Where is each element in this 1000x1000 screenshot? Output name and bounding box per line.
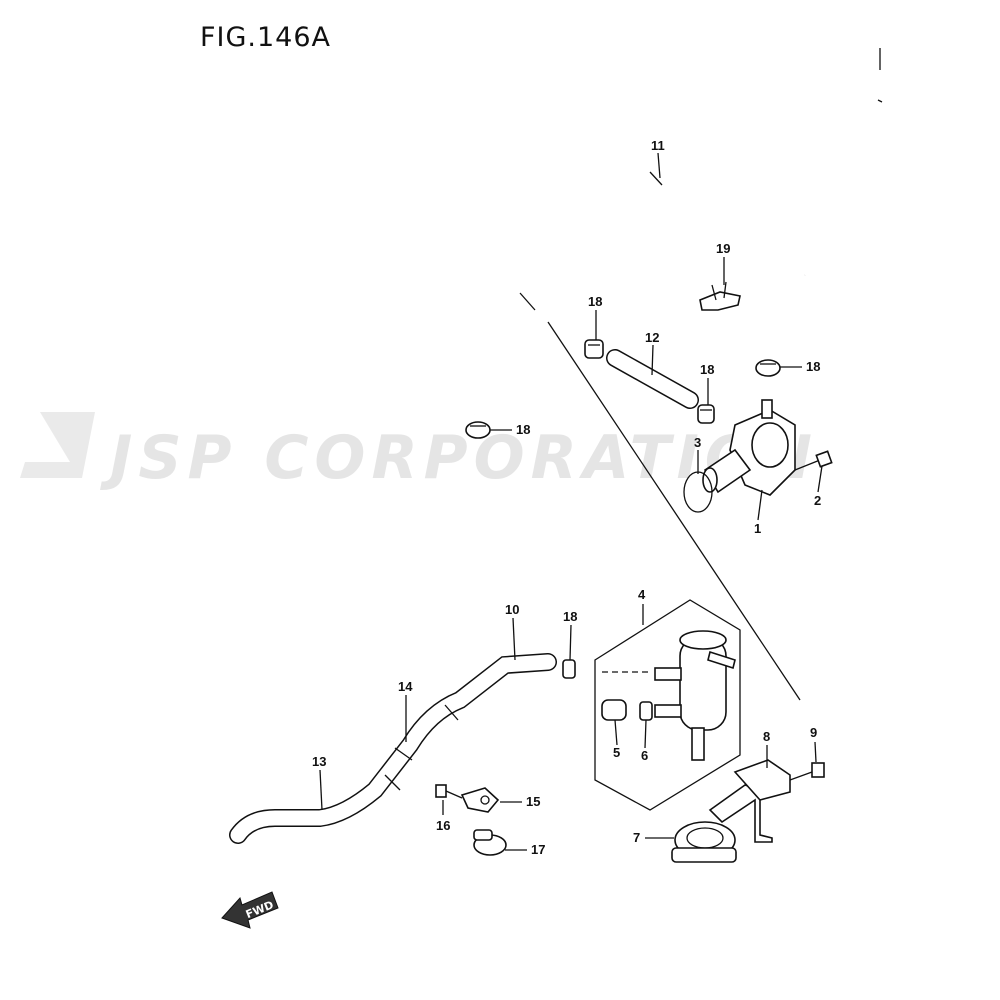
filter-assembly-4[interactable] xyxy=(594,599,741,811)
callout-8: 8 xyxy=(763,729,770,744)
callout-18-a: 18 xyxy=(588,294,602,309)
clamp-18-a[interactable] xyxy=(584,339,604,359)
clamp-18-e[interactable] xyxy=(562,659,576,679)
callout-11: 11 xyxy=(651,138,665,153)
callout-10: 10 xyxy=(505,602,519,617)
hose-13-14-10[interactable] xyxy=(229,653,557,844)
hose-12[interactable] xyxy=(606,349,699,409)
edge-marks xyxy=(877,48,883,103)
watermark-logo: JSP CORPORATION xyxy=(20,412,818,493)
bolt-2[interactable] xyxy=(794,450,833,471)
callout-9: 9 xyxy=(810,725,817,740)
callout-leaders xyxy=(319,152,823,851)
bolt-16[interactable] xyxy=(435,784,463,799)
callout-19: 19 xyxy=(716,241,730,256)
valve-1[interactable] xyxy=(702,399,796,496)
watermark-text: JSP CORPORATION xyxy=(100,423,818,493)
callout-16: 16 xyxy=(436,818,450,833)
clip-19[interactable] xyxy=(699,281,741,311)
callout-2: 2 xyxy=(814,493,821,508)
callout-18-d: 18 xyxy=(516,422,530,437)
callout-13: 13 xyxy=(312,754,326,769)
callout-18-b: 18 xyxy=(700,362,714,377)
part-6[interactable] xyxy=(639,701,653,721)
bracket-8[interactable] xyxy=(708,759,791,843)
hose-11[interactable] xyxy=(469,120,811,416)
clamp-18-d[interactable] xyxy=(465,421,491,439)
bolt-9[interactable] xyxy=(789,762,825,781)
figure-title: FIG.146A xyxy=(200,22,332,53)
callout-18-c: 18 xyxy=(806,359,820,374)
clamp-15[interactable] xyxy=(460,787,500,813)
callout-18-e: 18 xyxy=(563,609,577,624)
band-7[interactable] xyxy=(671,821,737,863)
callout-labels: 1 2 3 4 5 6 7 8 9 10 11 12 13 14 15 16 1… xyxy=(312,138,821,857)
callout-4: 4 xyxy=(638,587,646,602)
clamp-17[interactable] xyxy=(473,829,507,856)
watermark-logo-icon xyxy=(20,412,95,478)
fwd-arrow: FWD xyxy=(221,891,279,929)
callout-6: 6 xyxy=(641,748,648,763)
part-5[interactable] xyxy=(601,699,627,721)
assembly-leader-lines xyxy=(547,321,801,701)
callout-3: 3 xyxy=(694,435,701,450)
callout-12: 12 xyxy=(645,330,659,345)
clamp-18-c[interactable] xyxy=(755,359,781,377)
callout-5: 5 xyxy=(613,745,620,760)
clamp-18-b[interactable] xyxy=(697,404,715,424)
callout-17: 17 xyxy=(531,842,545,857)
callout-7: 7 xyxy=(633,830,640,845)
callout-1: 1 xyxy=(754,521,761,536)
callout-15: 15 xyxy=(526,794,540,809)
callout-14: 14 xyxy=(398,679,413,694)
